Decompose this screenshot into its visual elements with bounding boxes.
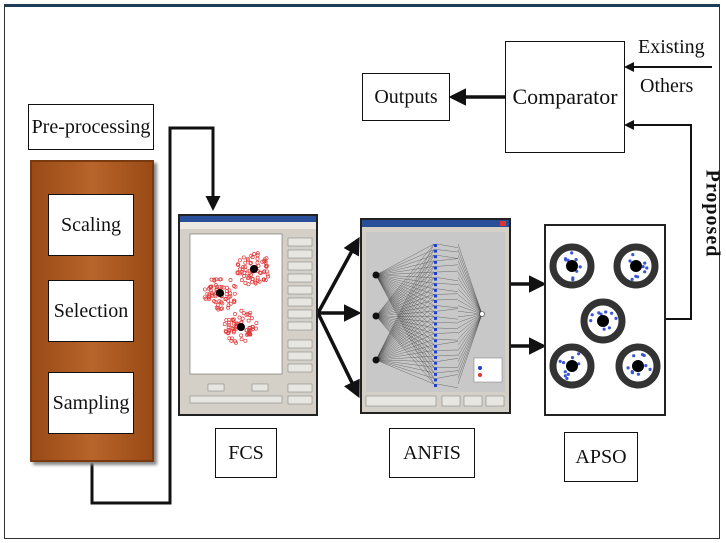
diagram-frame	[4, 4, 720, 539]
fcs-cluster-plot-image	[180, 216, 316, 405]
apso-particle-swarm-image	[549, 243, 661, 389]
fcs-label-text: FCS	[228, 441, 264, 464]
anfis-network-image	[362, 220, 509, 407]
comparator-block: Comparator	[505, 41, 625, 153]
scaling-step-label: Scaling	[61, 213, 121, 236]
fcs-label: FCS	[215, 428, 277, 478]
preprocessing-title: Pre-processing	[28, 104, 154, 150]
preprocess-to-fcs-connector	[90, 126, 221, 505]
sampling-step-label: Sampling	[52, 391, 130, 414]
fcs-clustering-thumbnail	[178, 214, 318, 416]
others-input-label: Others	[640, 75, 694, 97]
proposed-input-label: Proposed	[701, 169, 724, 258]
selection-step-label: Selection	[53, 299, 129, 322]
scaling-step: Scaling	[48, 194, 134, 256]
preprocessing-title-text: Pre-processing	[31, 115, 151, 138]
fcs-to-anfis-arrow-bottom	[316, 312, 360, 399]
apso-swarm-panel	[544, 224, 666, 416]
anfis-model-thumbnail	[360, 218, 511, 414]
comparator-label: Comparator	[512, 84, 618, 109]
apso-label: APSO	[564, 432, 638, 482]
apso-label-text: APSO	[575, 445, 627, 468]
outputs-label: Outputs	[374, 85, 438, 108]
existing-input-label: Existing	[638, 36, 705, 58]
outputs-block: Outputs	[362, 73, 450, 121]
apso-to-comparator-connector	[624, 120, 692, 320]
anfis-label-text: ANFIS	[403, 441, 461, 464]
anfis-label: ANFIS	[389, 428, 475, 478]
sampling-step: Sampling	[48, 372, 134, 434]
selection-step: Selection	[48, 280, 134, 342]
fcs-to-anfis-arrow-top	[316, 236, 360, 314]
